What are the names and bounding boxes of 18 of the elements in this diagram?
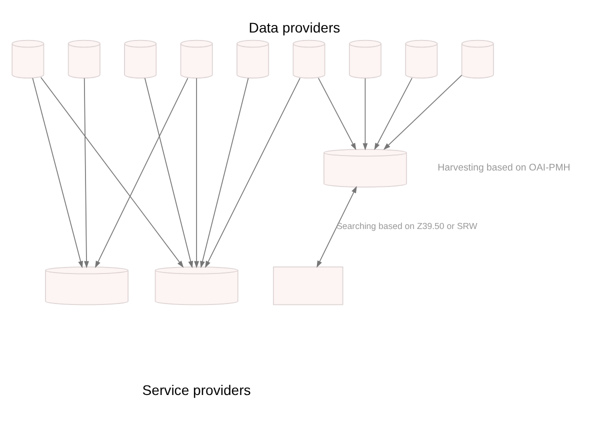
arrow	[362, 77, 368, 150]
arrow	[318, 77, 356, 150]
arrow	[32, 77, 83, 268]
arrow	[383, 74, 462, 150]
caption: Service providers	[142, 382, 251, 398]
arrow	[194, 77, 200, 268]
node-box	[272, 266, 344, 305]
arrow	[95, 77, 188, 268]
arrow	[200, 77, 249, 268]
label: Harvesting based on OAI-PMH	[438, 162, 570, 174]
edge-label: Searching based on Z39.50 or SRW	[336, 220, 478, 231]
arrow	[205, 77, 300, 268]
arrow	[40, 76, 184, 268]
arrow	[316, 185, 357, 268]
arrow	[84, 77, 89, 268]
arrow	[144, 77, 194, 268]
arrow	[374, 77, 412, 150]
diagram-title: Data providers	[248, 18, 340, 35]
